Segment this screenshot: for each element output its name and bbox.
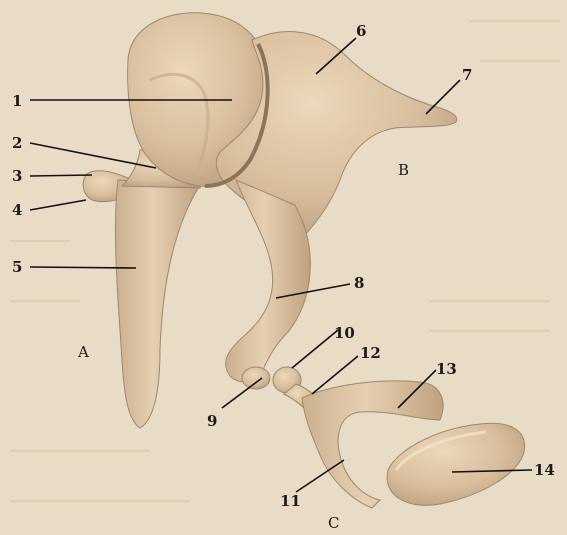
- stapes-footplate: [387, 423, 524, 505]
- label-1: 1: [12, 92, 22, 110]
- label-10: 10: [334, 324, 355, 342]
- label-11: 11: [280, 492, 301, 510]
- leader-5: [30, 267, 136, 268]
- label-6: 6: [356, 22, 366, 40]
- leader-2: [30, 143, 156, 168]
- leader-9: [222, 378, 262, 408]
- group-label-a: A: [77, 343, 89, 361]
- malleus-handle: [115, 180, 200, 428]
- label-5: 5: [12, 258, 22, 276]
- leader-4: [30, 200, 86, 210]
- leader-3: [30, 175, 92, 176]
- label-7: 7: [462, 66, 472, 84]
- incus-lenticular-process: [242, 367, 270, 389]
- label-14: 14: [534, 461, 555, 479]
- label-13: 13: [436, 360, 457, 378]
- group-label-c: C: [328, 514, 339, 532]
- label-3: 3: [12, 167, 22, 185]
- incus-long-process: [226, 180, 311, 382]
- label-2: 2: [12, 134, 22, 152]
- stapes: [273, 367, 525, 508]
- leader-10: [292, 330, 338, 368]
- label-8: 8: [354, 274, 364, 292]
- group-label-b: B: [398, 161, 409, 179]
- label-12: 12: [360, 344, 381, 362]
- label-4: 4: [12, 201, 22, 219]
- label-9: 9: [207, 412, 217, 430]
